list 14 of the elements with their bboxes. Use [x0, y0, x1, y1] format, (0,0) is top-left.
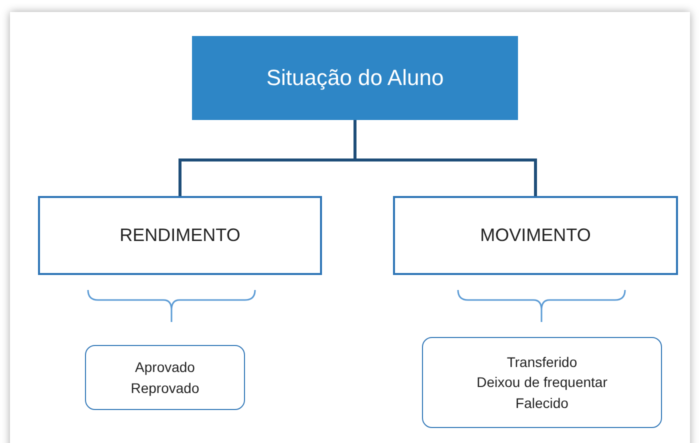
list-box — [422, 337, 662, 428]
list-item: Transferido — [506, 353, 578, 372]
box-title: Situação do Aluno — [266, 64, 444, 92]
title-box — [192, 36, 518, 120]
list-item: Deixou de frequentar — [476, 373, 608, 392]
list-box — [85, 345, 245, 410]
list-item: Aprovado — [135, 358, 195, 378]
category-box — [38, 196, 322, 275]
category-box — [393, 196, 678, 275]
category-label: MOVIMENTO — [480, 224, 591, 248]
list-item: Falecido — [516, 394, 568, 413]
list-item: Reprovado — [130, 378, 200, 398]
connector-line — [354, 120, 537, 196]
category-label: RENDIMENTO — [120, 224, 240, 248]
